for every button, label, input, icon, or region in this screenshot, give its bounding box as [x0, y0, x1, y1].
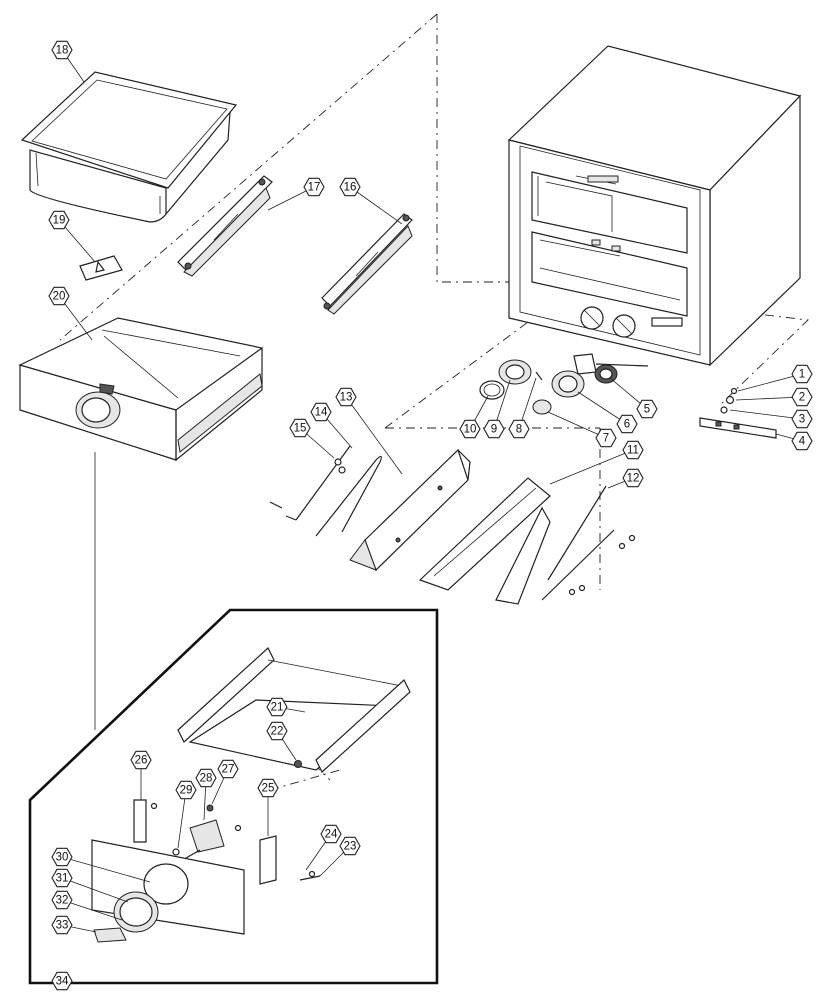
callout-9: 9 — [483, 379, 511, 439]
callout-33: 33 — [51, 915, 97, 935]
callout-number: 6 — [624, 419, 630, 431]
part-21-drawer-frame — [177, 647, 411, 773]
callout-number: 5 — [644, 404, 650, 416]
callout-13: 13 — [335, 387, 403, 475]
detail-inset-frame — [28, 608, 439, 985]
part-13-angle-bracket — [349, 448, 471, 572]
part-20-warming-drawer — [18, 317, 264, 462]
callout-number: 33 — [56, 920, 69, 932]
callout-19: 19 — [48, 210, 96, 263]
callout-number: 23 — [344, 841, 357, 853]
controls-parts-5-10 — [479, 353, 649, 415]
callout-number: 16 — [344, 182, 357, 194]
callout-number: 11 — [627, 445, 639, 457]
callout-number: 10 — [464, 424, 477, 436]
callout-number: 18 — [56, 45, 69, 57]
callout-number: 20 — [53, 291, 66, 303]
part-25-26-brackets — [133, 799, 321, 885]
callout-4: 4 — [775, 431, 813, 451]
part-11-bottom-panel — [418, 477, 551, 605]
callout-15: 15 — [289, 418, 335, 459]
callout-number: 25 — [262, 783, 275, 795]
callout-7: 7 — [547, 411, 617, 448]
callout-number: 29 — [180, 785, 193, 797]
callout-26: 26 — [130, 750, 152, 800]
callout-12: 12 — [607, 468, 644, 489]
callout-number: 21 — [271, 702, 284, 714]
callout-number: 22 — [271, 726, 284, 738]
callout-number: 14 — [315, 407, 328, 419]
oven-cabinet — [507, 45, 802, 367]
part-17-drawer-slide — [177, 175, 273, 277]
callout-34: 34 — [51, 971, 73, 991]
part-14-15-heating-element — [269, 445, 382, 537]
part-27-28-29-latch — [172, 804, 242, 859]
callout-number: 8 — [516, 424, 522, 436]
callout-28: 28 — [195, 768, 217, 821]
callout-number: 17 — [308, 182, 321, 194]
callout-23: 23 — [319, 836, 361, 877]
callout-11: 11 — [549, 440, 644, 485]
callout-5: 5 — [609, 377, 658, 419]
callout-14: 14 — [310, 402, 353, 449]
callout-3: 3 — [729, 409, 813, 429]
callout-20: 20 — [48, 286, 93, 341]
callout-number: 34 — [56, 976, 69, 988]
callout-27: 27 — [211, 759, 239, 805]
callout-24: 24 — [305, 824, 342, 871]
callout-number: 24 — [325, 829, 338, 841]
part-18-drawer-pan — [20, 71, 238, 223]
callout-18: 18 — [51, 40, 85, 83]
callout-1: 1 — [737, 364, 813, 392]
callout-31: 31 — [51, 868, 129, 903]
callout-labels: 1234567891011121314151617181920212223242… — [48, 40, 813, 991]
callout-22: 22 — [266, 721, 297, 761]
callout-number: 27 — [222, 764, 235, 776]
part-4-trim-strip — [699, 387, 777, 439]
callout-8: 8 — [508, 377, 537, 439]
callout-number: 30 — [56, 852, 69, 864]
callout-number: 2 — [799, 392, 805, 404]
part-30-33-front-panel — [91, 839, 245, 943]
part-12-rods — [541, 485, 636, 601]
callout-number: 1 — [799, 369, 805, 381]
callout-number: 31 — [56, 873, 69, 885]
callout-25: 25 — [257, 778, 279, 836]
part-16-drawer-slide — [321, 213, 413, 315]
callout-21: 21 — [266, 697, 306, 717]
callout-number: 28 — [200, 773, 213, 785]
callout-number: 7 — [603, 433, 609, 445]
callout-number: 3 — [799, 414, 805, 426]
part-19-bracket — [79, 255, 123, 281]
callout-number: 13 — [340, 392, 353, 404]
callout-29: 29 — [175, 780, 197, 849]
callout-number: 9 — [491, 424, 497, 436]
callout-17: 17 — [267, 177, 325, 211]
callout-2: 2 — [735, 387, 813, 407]
callout-number: 4 — [799, 436, 806, 448]
callout-10: 10 — [459, 395, 489, 439]
callout-number: 19 — [53, 215, 66, 227]
callout-number: 26 — [135, 755, 148, 767]
callout-6: 6 — [577, 391, 638, 434]
callout-16: 16 — [339, 177, 403, 225]
callout-number: 12 — [627, 473, 640, 485]
callout-number: 15 — [294, 423, 307, 435]
callout-number: 32 — [56, 895, 69, 907]
callout-32: 32 — [51, 890, 123, 921]
callout-30: 30 — [51, 847, 151, 883]
